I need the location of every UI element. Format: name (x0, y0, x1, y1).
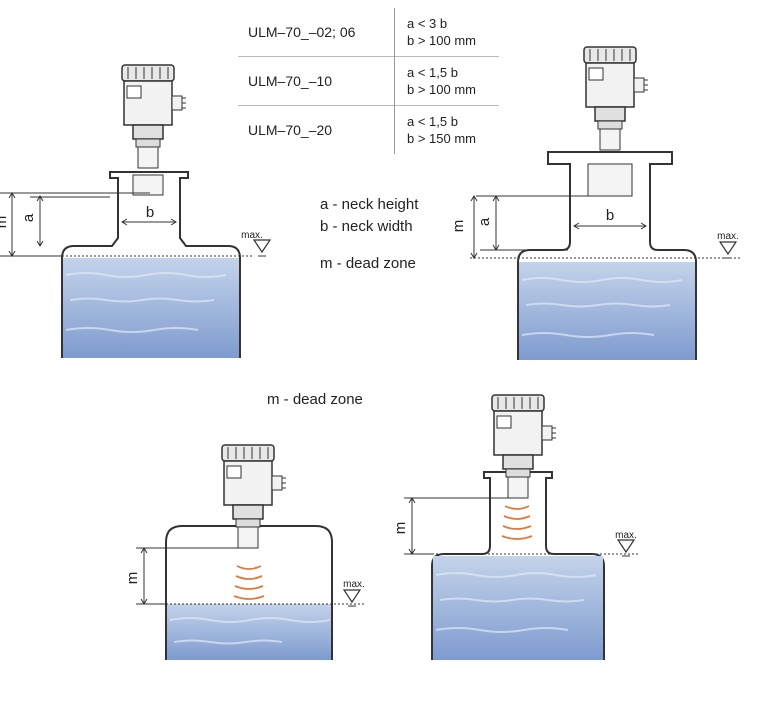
legend-dead-zone: m - dead zone (320, 255, 416, 272)
condition-a: a < 1,5 b (407, 114, 458, 129)
label-m: m (450, 220, 467, 233)
condition-b: b > 100 mm (407, 33, 477, 48)
label-m: m (124, 572, 141, 585)
liquid (519, 262, 695, 360)
table-row: ULM–70_–20 a < 1,5 b b > 150 mm (238, 105, 499, 154)
condition-a: a < 3 b (407, 16, 448, 31)
tank-top-right (470, 46, 742, 360)
label-a: a (476, 217, 493, 226)
legend-dead-zone-bottom: m - dead zone (267, 391, 363, 408)
tank-bottom-right (404, 394, 640, 660)
sensor-icon (121, 64, 187, 169)
model-requirements-table: ULM–70_–02; 06 a < 3 b b > 100 mm ULM–70… (238, 8, 499, 154)
model-cell: ULM–70_–20 (238, 105, 395, 154)
table-row: ULM–70_–02; 06 a < 3 b b > 100 mm (238, 8, 499, 57)
label-m: m (0, 216, 10, 229)
liquid (433, 556, 603, 660)
ultrasonic-waves (501, 505, 533, 540)
sensor-icon (583, 46, 649, 151)
condition-b: b > 100 mm (407, 82, 477, 97)
label-b: b (606, 207, 614, 224)
legend-neck-height: a - neck height (320, 196, 419, 213)
model-cell: ULM–70_–02; 06 (238, 8, 395, 57)
tank-top-left (0, 64, 271, 358)
label-b: b (146, 204, 154, 221)
legend-neck-width: b - neck width (320, 218, 413, 235)
label-max: max. (241, 230, 263, 241)
label-m: m (392, 522, 409, 535)
liquid (167, 604, 331, 660)
label-a: a (20, 213, 37, 222)
model-cell: ULM–70_–10 (238, 56, 395, 106)
table-row: ULM–70_–10 a < 1,5 b b > 100 mm (238, 56, 499, 106)
tank-bottom-left (136, 444, 366, 660)
condition-b: b > 150 mm (407, 131, 477, 146)
label-max: max. (615, 530, 637, 541)
ultrasonic-waves (233, 565, 265, 600)
condition-cell: a < 3 b b > 100 mm (395, 8, 500, 57)
condition-cell: a < 1,5 b b > 100 mm (394, 56, 499, 106)
condition-a: a < 1,5 b (407, 65, 458, 80)
condition-cell: a < 1,5 b b > 150 mm (394, 105, 499, 154)
sensor-icon (221, 444, 287, 549)
label-max: max. (717, 231, 739, 242)
label-max: max. (343, 579, 365, 590)
